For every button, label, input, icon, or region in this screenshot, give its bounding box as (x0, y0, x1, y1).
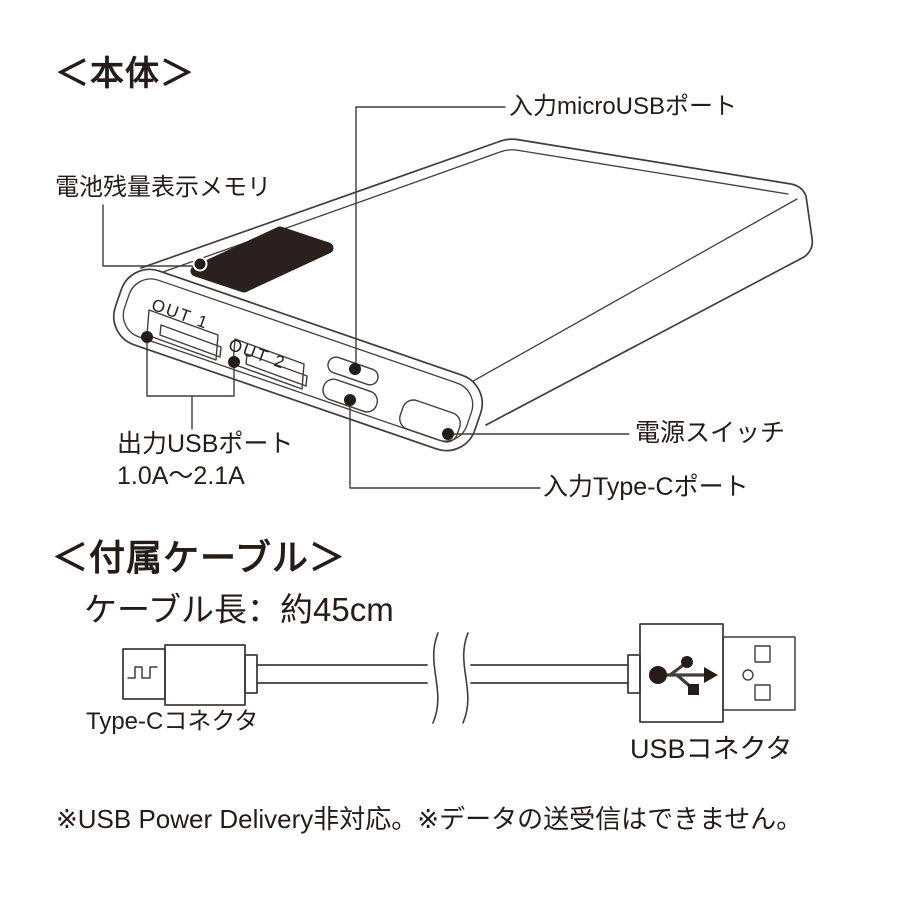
usb-shield-hole-bottom (754, 684, 771, 701)
usb-plug-neck (627, 654, 641, 694)
label-output-usb-line2: 1.0A～2.1A (117, 462, 245, 490)
leader-lines (102, 106, 630, 489)
usb-port-out1 (146, 309, 222, 361)
leader-battery-indicator (102, 204, 195, 267)
typec-port (322, 378, 379, 413)
leader-output-ports (146, 340, 235, 430)
dot-out1 (141, 331, 153, 343)
usb-shield-hole-mid (742, 669, 754, 681)
typec-plug-body (164, 644, 246, 706)
callout-dots (141, 256, 454, 440)
label-usb-connector: USBコネクタ (630, 734, 793, 764)
dot-battery-indicator (192, 256, 208, 272)
usb-trident-icon (649, 656, 718, 695)
powerbank-illustration (112, 138, 814, 452)
power-switch (399, 399, 461, 443)
label-power-switch: 電源スイッチ (635, 419, 786, 447)
usb-plug-shield (722, 636, 796, 711)
label-typec-connector: Type-Cコネクタ (86, 708, 259, 735)
front-face-inner (122, 278, 474, 442)
label-typec-port: 入力Type-Cポート (543, 473, 749, 501)
cable-illustration (122, 623, 796, 724)
footnote-text: ※USB Power Delivery非対応。※データの送受信はできません。 (56, 804, 803, 834)
main-section-title: ＜本体＞ (55, 55, 195, 93)
usb-shield-hole-top (754, 645, 771, 663)
battery-display (190, 226, 334, 293)
leader-microusb (355, 106, 506, 365)
dot-power-switch (442, 428, 454, 440)
dot-out2 (228, 356, 240, 368)
body-silhouette (140, 138, 814, 426)
label-output-usb-line1: 出力USBポート (117, 430, 294, 458)
typec-plug-tip (122, 648, 166, 700)
cable-left (256, 664, 428, 684)
front-face-outer (112, 268, 484, 452)
typec-plug-contacts (127, 666, 158, 679)
cable-right (470, 664, 629, 684)
usb-port-out2 (232, 338, 308, 390)
label-microusb-port: 入力microUSBポート (509, 93, 738, 120)
label-battery-indicator: 電池残量表示メモリ (55, 174, 271, 201)
dot-typec (344, 394, 356, 406)
label-cable-length: ケーブル長：約45cm (84, 591, 394, 628)
body-edge-fillet (148, 149, 789, 278)
dot-microusb (349, 363, 361, 375)
side-face-edge (458, 198, 798, 390)
typec-plug-neck (244, 654, 258, 694)
cable-section-title: ＜付属ケーブル＞ (52, 537, 346, 578)
cable-break (432, 632, 469, 724)
leader-typec (349, 403, 541, 489)
